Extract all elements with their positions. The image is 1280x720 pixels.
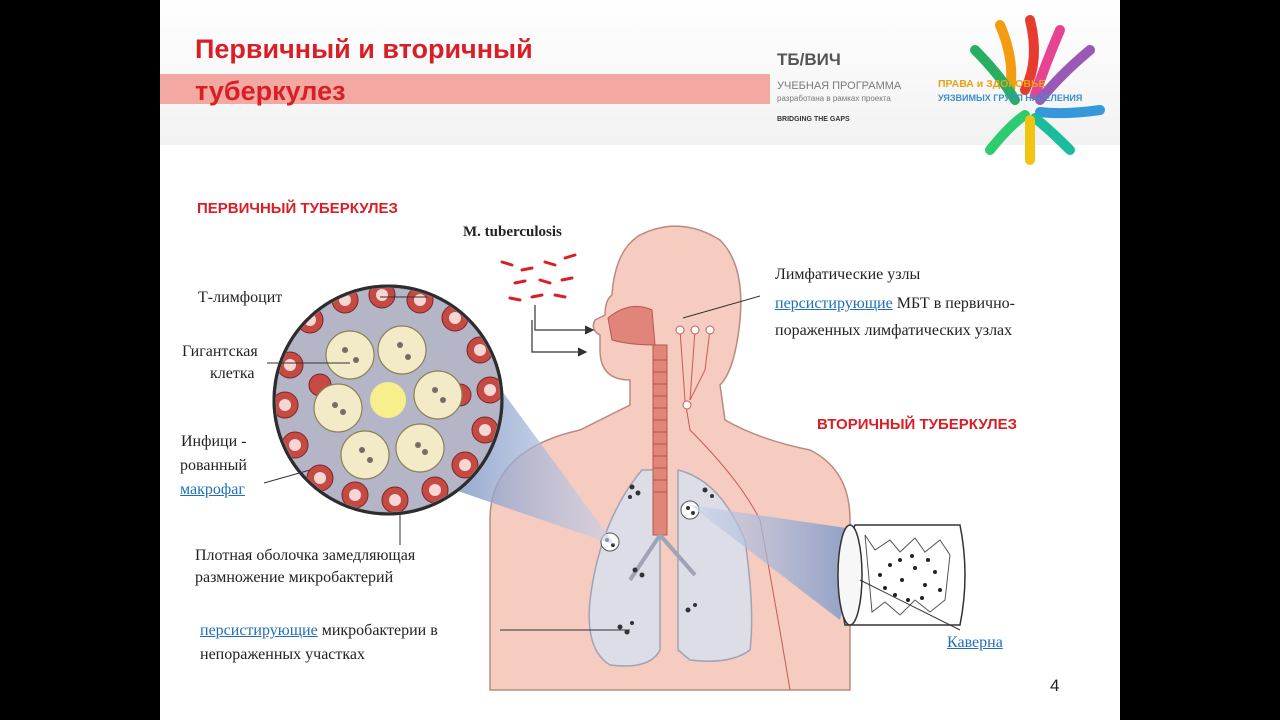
- persistent-bacteria-label-2: непораженных участках: [200, 646, 366, 663]
- bacteria-label: M. tuberculosis: [463, 224, 562, 240]
- rights-logo-line-2: УЯЗВИМЫХ ГРУПП НАСЕЛЕНИЯ: [938, 93, 1083, 103]
- human-body-silhouette: [489, 225, 851, 691]
- macrophage-link[interactable]: макрофаг: [180, 481, 245, 498]
- lymph-nodes-label-3: пораженных лимфатических узлах: [775, 322, 1013, 339]
- header-band: [160, 0, 1120, 145]
- page-number: 4: [1050, 676, 1060, 695]
- program-line-1: УЧЕБНАЯ ПРОГРАММА: [777, 80, 902, 92]
- infected-label-2: рованный: [180, 457, 247, 474]
- nasal-cavity: [607, 305, 656, 346]
- leader-lines: [263, 295, 961, 631]
- rights-logo-line-1: ПРАВА и ЗДОРОВЬЕ: [938, 78, 1046, 90]
- cavern-illustration: [837, 524, 966, 626]
- secondary-tb-heading: ВТОРИЧНЫЙ ТУБЕРКУЛЕЗ: [817, 416, 1018, 433]
- program-name: ТБ/ВИЧ: [777, 50, 841, 69]
- lymph-persistent-text: МБТ в первично-: [892, 295, 1015, 312]
- persistent-bacteria-label-1: персистирующие микробактерии в: [200, 620, 438, 642]
- lymph-nodes-label-2: персистирующие МБТ в первично-: [775, 293, 1015, 315]
- zoom-beam-secondary: [690, 505, 860, 620]
- slide-title-line-2: туберкулез: [195, 76, 346, 106]
- lymph-nodes-label-1: Лимфатические узлы: [775, 266, 921, 283]
- lymph-persistent-link[interactable]: персистирующие: [775, 295, 893, 312]
- t-lymphocyte-label: Т-лимфоцит: [198, 289, 283, 306]
- slide: Первичный и вторичный туберкулез ТБ/ВИЧ …: [160, 0, 1120, 720]
- giant-cell-label-1: Гигантская: [182, 343, 258, 360]
- program-line-2: разработана в рамках проекта: [777, 94, 891, 103]
- slide-title-line-1: Первичный и вторичный: [195, 34, 533, 64]
- rights-health-logo: [970, 15, 1105, 165]
- cavern-link[interactable]: Каверна: [947, 634, 1003, 651]
- title-highlight-bar: [160, 74, 770, 104]
- capsule-label-1: Плотная оболочка замедляющая: [195, 547, 416, 564]
- tuberculosis-diagram: [263, 15, 1105, 691]
- giant-cell-label-2: клетка: [210, 365, 255, 382]
- bacteria-particles: [500, 253, 577, 302]
- bridging-logo: BRIDGING THE GAPS: [777, 116, 850, 123]
- infected-label-1: Инфици -: [181, 433, 247, 450]
- inhalation-arrows: [531, 305, 595, 357]
- granuloma-magnified: [272, 284, 504, 516]
- capsule-label-2: размножение микробактерий: [195, 569, 394, 586]
- primary-tb-heading: ПЕРВИЧНЫЙ ТУБЕРКУЛЕЗ: [197, 200, 398, 217]
- persistent-link[interactable]: персистирующие: [200, 622, 318, 639]
- left-lung: [588, 469, 661, 667]
- persistent-text: микробактерии в: [317, 622, 438, 639]
